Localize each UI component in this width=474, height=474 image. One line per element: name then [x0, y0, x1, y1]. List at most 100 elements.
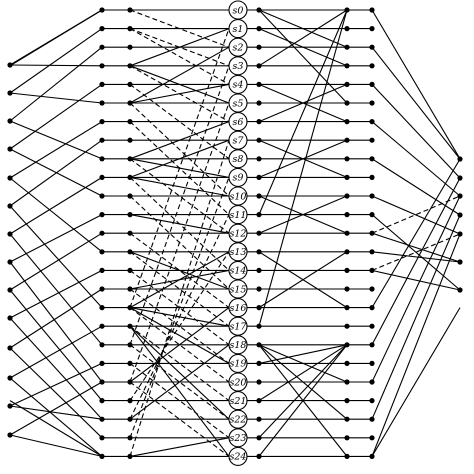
junction-dot [344, 137, 350, 143]
dashed-fan-edge [129, 83, 230, 160]
junction-dot [369, 174, 375, 180]
junction-dot [127, 342, 133, 348]
junction-dot [369, 379, 375, 385]
right-crossing-edge [258, 83, 348, 123]
state-node-label: s2 [233, 43, 244, 54]
state-node-label: s3 [233, 61, 244, 72]
junction-dot [256, 323, 262, 329]
dashed-fan-edge [129, 344, 230, 420]
dashed-fan-edge [129, 232, 230, 309]
junction-dot [99, 137, 105, 143]
junction-dot [99, 212, 105, 218]
left-terminal-dot [7, 345, 13, 351]
state-node-s16: s16 [228, 298, 248, 318]
junction-dot [256, 26, 262, 32]
frame-edge [371, 307, 461, 457]
junction-dot [344, 305, 350, 311]
junction-dot [256, 416, 262, 422]
dashed-fan-edge [129, 102, 230, 383]
fan-edge [129, 46, 230, 104]
junction-dots [7, 7, 463, 459]
junction-dot [344, 81, 350, 87]
state-node-s17: s17 [228, 316, 248, 336]
junction-dot [99, 342, 105, 348]
junction-dot [99, 416, 105, 422]
left-crossing-edge [9, 289, 103, 401]
state-node-label: s13 [230, 247, 247, 258]
state-node-s19: s19 [228, 353, 248, 373]
junction-dot [369, 7, 375, 13]
junction-dot [127, 156, 133, 162]
junction-dot [344, 379, 350, 385]
junction-dot [127, 398, 133, 404]
junction-dot [127, 230, 133, 236]
junction-dot [127, 63, 133, 69]
left-terminal-dot [7, 287, 13, 293]
right-crossing-edge [258, 344, 348, 383]
dashed-fan-edge [129, 288, 230, 364]
junction-dot [127, 267, 133, 273]
dashed-fan-edge [129, 9, 230, 48]
fan-edge [129, 325, 230, 457]
left-crossing-edge [9, 325, 103, 379]
right-out-edge [371, 158, 461, 308]
junction-dot [256, 174, 262, 180]
right-terminal-dot [457, 156, 463, 162]
junction-dot [369, 360, 375, 366]
junction-dot [99, 286, 105, 292]
junction-dot [127, 360, 133, 366]
junction-dot [256, 360, 262, 366]
state-node-s14: s14 [228, 260, 248, 280]
junction-dot [99, 100, 105, 106]
state-node-s22: s22 [228, 409, 248, 429]
right-out-edge [371, 214, 461, 291]
state-node-s13: s13 [228, 242, 248, 262]
junction-dot [256, 212, 262, 218]
junction-dot [369, 26, 375, 32]
junction-dot [344, 342, 350, 348]
fan-edge [129, 437, 230, 457]
junction-dot [369, 193, 375, 199]
right-out-edge [371, 233, 461, 457]
right-terminal-dot [457, 212, 463, 218]
right-crossing-edge [258, 28, 348, 67]
left-crossing-edge [9, 317, 103, 420]
frame-edge [9, 400, 103, 457]
junction-dot [344, 267, 350, 273]
junction-dot [256, 342, 262, 348]
right-crossing-edge [258, 9, 348, 67]
left-terminal-dot [7, 403, 13, 409]
junction-dot [256, 100, 262, 106]
junction-dot [344, 323, 350, 329]
dashed-fan-edge [129, 251, 230, 327]
state-node-label: s20 [230, 377, 247, 388]
left-crossing-edge [9, 46, 103, 122]
junction-dot [256, 286, 262, 292]
state-node-s4: s4 [228, 74, 248, 94]
junction-dot [99, 305, 105, 311]
right-crossing-edge [258, 9, 348, 48]
junction-dot [256, 137, 262, 143]
junction-dot [127, 416, 133, 422]
junction-dot [369, 156, 375, 162]
junction-dot [99, 174, 105, 180]
state-node-s12: s12 [228, 223, 248, 243]
fan-edge [129, 121, 230, 160]
junction-dot [127, 100, 133, 106]
state-node-s5: s5 [228, 93, 248, 113]
junction-dot [127, 212, 133, 218]
dashed-fan-edge [129, 176, 230, 271]
junction-dot [256, 267, 262, 273]
junction-dot [256, 435, 262, 441]
state-node-s9: s9 [228, 167, 248, 187]
junction-dot [127, 435, 133, 441]
junction-dot [127, 44, 133, 50]
junction-dot [344, 156, 350, 162]
junction-dot [344, 286, 350, 292]
junction-dot [256, 230, 262, 236]
dashed-fan-edge [129, 251, 230, 401]
junction-dot [369, 416, 375, 422]
right-out-edge [371, 214, 461, 420]
junction-dot [256, 63, 262, 69]
junction-dot [99, 26, 105, 32]
